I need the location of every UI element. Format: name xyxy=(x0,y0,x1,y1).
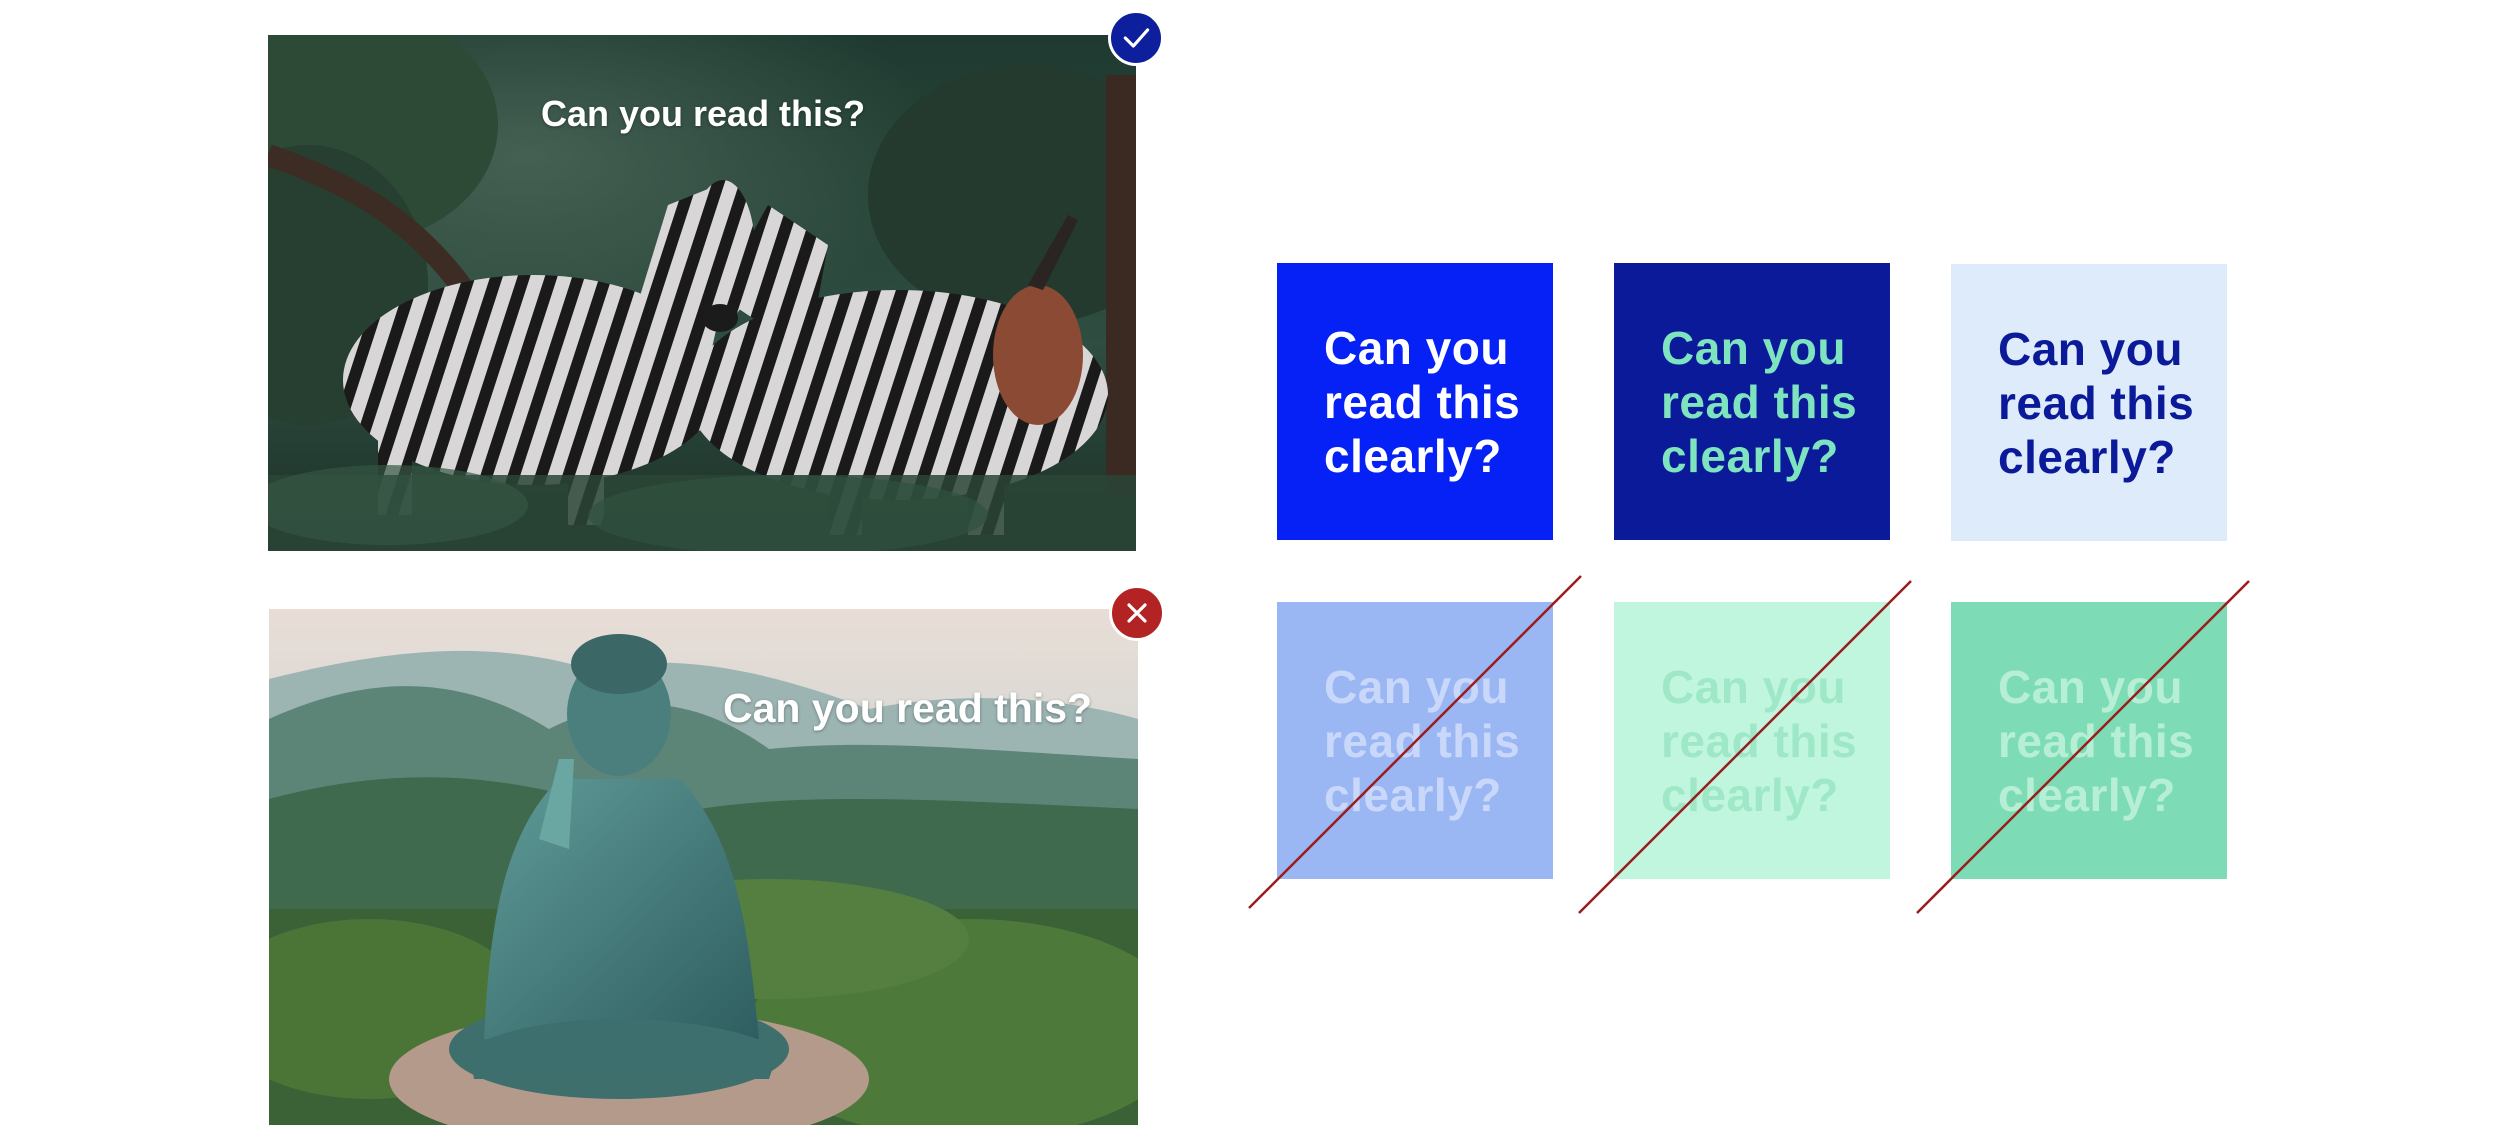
contrast-swatch: Can you read this clearly? xyxy=(1951,602,2227,879)
swatch-text: Can you read this clearly? xyxy=(1661,322,1858,482)
swatch-text: Can you read this clearly? xyxy=(1998,323,2195,483)
swatch-text: Can you read this clearly? xyxy=(1324,661,1521,821)
contrast-swatch: Can you read this clearly? xyxy=(1951,264,2227,541)
swatch-text: Can you read this clearly? xyxy=(1661,661,1858,821)
approved-badge xyxy=(1108,10,1164,66)
contrast-swatch: Can you read this clearly? xyxy=(1277,263,1553,540)
zebra-scene-illustration xyxy=(268,35,1136,551)
close-icon xyxy=(1127,603,1147,623)
photo-caption: Can you read this? xyxy=(541,93,866,134)
contrast-swatch: Can you read this clearly? xyxy=(1614,263,1890,540)
buddha-photo: Can you read this? xyxy=(269,609,1138,1125)
check-icon xyxy=(1123,28,1150,48)
contrast-swatch: Can you read this clearly? xyxy=(1277,602,1553,879)
swatch-text: Can you read this clearly? xyxy=(1998,661,2195,821)
zebra-photo: Can you read this? xyxy=(268,35,1136,551)
swatch-text: Can you read this clearly? xyxy=(1324,322,1521,482)
buddha-scene-illustration xyxy=(269,609,1138,1125)
contrast-swatch: Can you read this clearly? xyxy=(1614,602,1890,879)
rejected-badge xyxy=(1109,585,1165,641)
photo-caption: Can you read this? xyxy=(723,685,1093,731)
